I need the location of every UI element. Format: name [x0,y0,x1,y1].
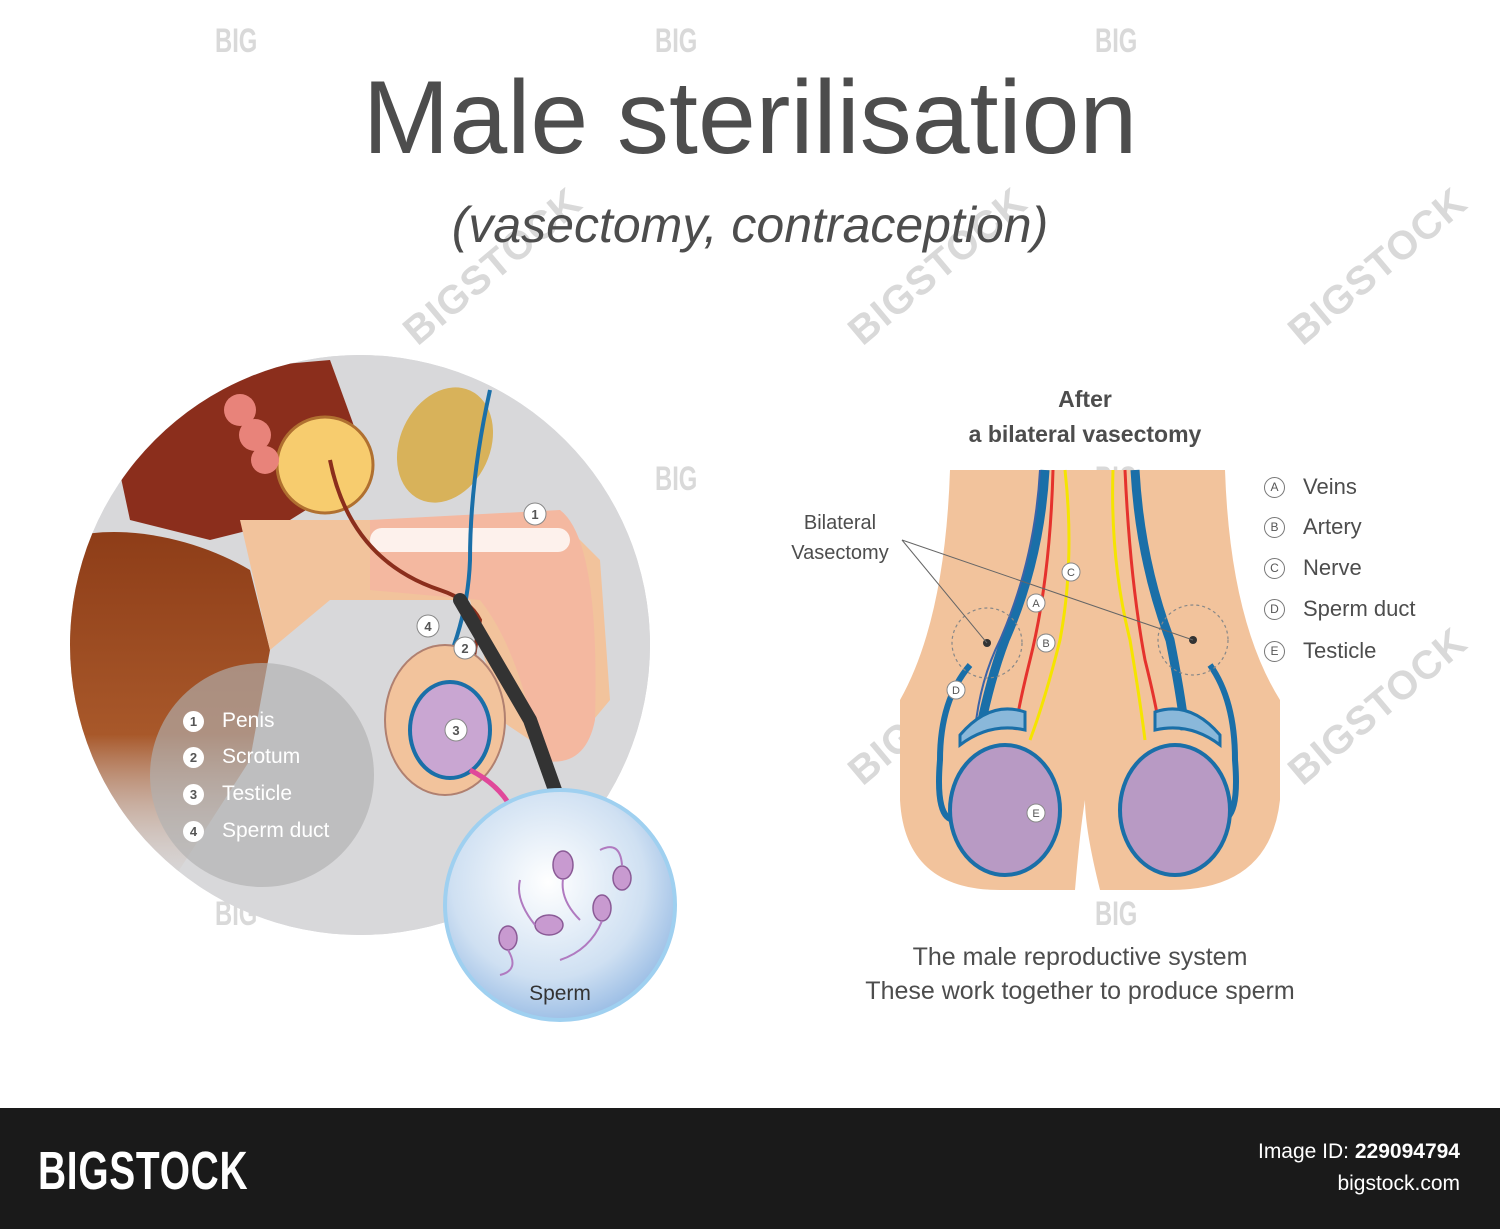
marker-1: 1 [523,502,547,526]
diagram-title-line-1: After [1058,386,1112,412]
key-letter: D [1264,598,1285,620]
sperm-label: Sperm [529,982,591,1005]
right-artery [1123,469,1162,731]
diagram-title: After a bilateral vasectomy [900,382,1270,452]
legend-label: Penis [222,709,275,732]
penis-shape [370,510,596,762]
right-testicle [1118,743,1232,877]
legend-number: 3 [183,783,204,805]
key-item: E Testicle [1264,636,1376,666]
key-item: C Nerve [1264,553,1362,583]
key-item: B Artery [1264,512,1362,542]
cross-section-illustration: 1 2 3 4 [70,355,1280,1022]
key-letter: E [1264,640,1285,662]
legend-item: 1 Penis [183,706,275,736]
pubic-bone [396,387,494,503]
key-item: A Veins [1264,472,1357,502]
bilateral-vasectomy-label: Bilateral Vasectomy [760,508,920,568]
caption-line-2: These work together to produce sperm [865,977,1295,1005]
image-id-label: Image ID: [1257,1140,1350,1163]
marker-2: 2 [453,636,477,660]
legend-label: Sperm duct [222,819,330,842]
right-cut-site [1157,604,1229,676]
left-nerve [1028,469,1071,741]
sperm-cells [498,850,632,951]
key-label: Nerve [1303,555,1362,580]
bilateral-label-line-1: Bilateral [803,512,877,534]
image-id-value: 229094794 [1354,1140,1460,1163]
key-label: Veins [1303,474,1357,499]
key-label: Sperm duct [1303,596,1416,621]
sperm-bubble [443,788,677,1022]
site-url: bigstock.com [1337,1172,1460,1195]
legend-item: 3 Testicle [183,779,292,809]
watermark-big: BIG [655,22,698,60]
key-label: Testicle [1303,638,1377,663]
svg-text:1: 1 [531,507,538,522]
key-letter: B [1264,516,1285,538]
page-subtitle: (vasectomy, contraception) [451,197,1049,253]
key-letter: C [1264,557,1285,579]
svg-text:D: D [952,685,960,697]
brand-logo: BIGSTOCK [38,1141,249,1201]
legend-item: 4 Sperm duct [183,816,329,846]
image-id: Image ID: 229094794 [1100,1140,1460,1164]
svg-text:A: A [1032,598,1040,610]
svg-text:4: 4 [424,619,432,634]
marker-3: 3 [444,718,468,742]
left-testicle [948,743,1062,877]
page-title: Male sterilisation [362,60,1138,176]
bilateral-label-line-2: Vasectomy [791,542,889,564]
legend-disc [150,663,374,887]
legend-item: 2 Scrotum [183,742,300,772]
watermark-big: BIG [1095,895,1138,933]
prostate-gland [275,415,375,515]
footer-bar [0,1108,1500,1229]
legend-number: 1 [183,710,204,732]
watermark-big: BIG [655,460,698,498]
key-item: D Sperm duct [1264,594,1416,624]
marker-4: 4 [416,614,440,638]
watermark-big: BIG [1095,22,1138,60]
diagram-title-line-2: a bilateral vasectomy [968,421,1202,447]
vasectomy-diagram: C A B D E [900,469,1280,890]
left-vein [975,469,1050,731]
legend-number: 4 [183,820,204,842]
svg-text:2: 2 [461,641,468,656]
legend-label: Scrotum [222,745,301,768]
svg-text:3: 3 [452,723,459,738]
key-label: Artery [1303,514,1362,539]
vein-line [438,389,492,681]
legend-label: Testicle [222,782,293,805]
caption-line-1: The male reproductive system [912,943,1248,971]
left-cut-site [951,607,1023,679]
caption: The male reproductive system These work … [780,940,1380,1008]
right-nerve [1111,469,1147,741]
left-artery [1013,469,1055,731]
legend-number: 2 [183,746,204,768]
key-letter: A [1264,476,1285,498]
svg-text:C: C [1067,567,1075,579]
watermark-big: BIG [215,22,258,60]
svg-text:B: B [1042,638,1049,650]
svg-text:E: E [1032,808,1039,820]
right-vein [1130,469,1190,731]
